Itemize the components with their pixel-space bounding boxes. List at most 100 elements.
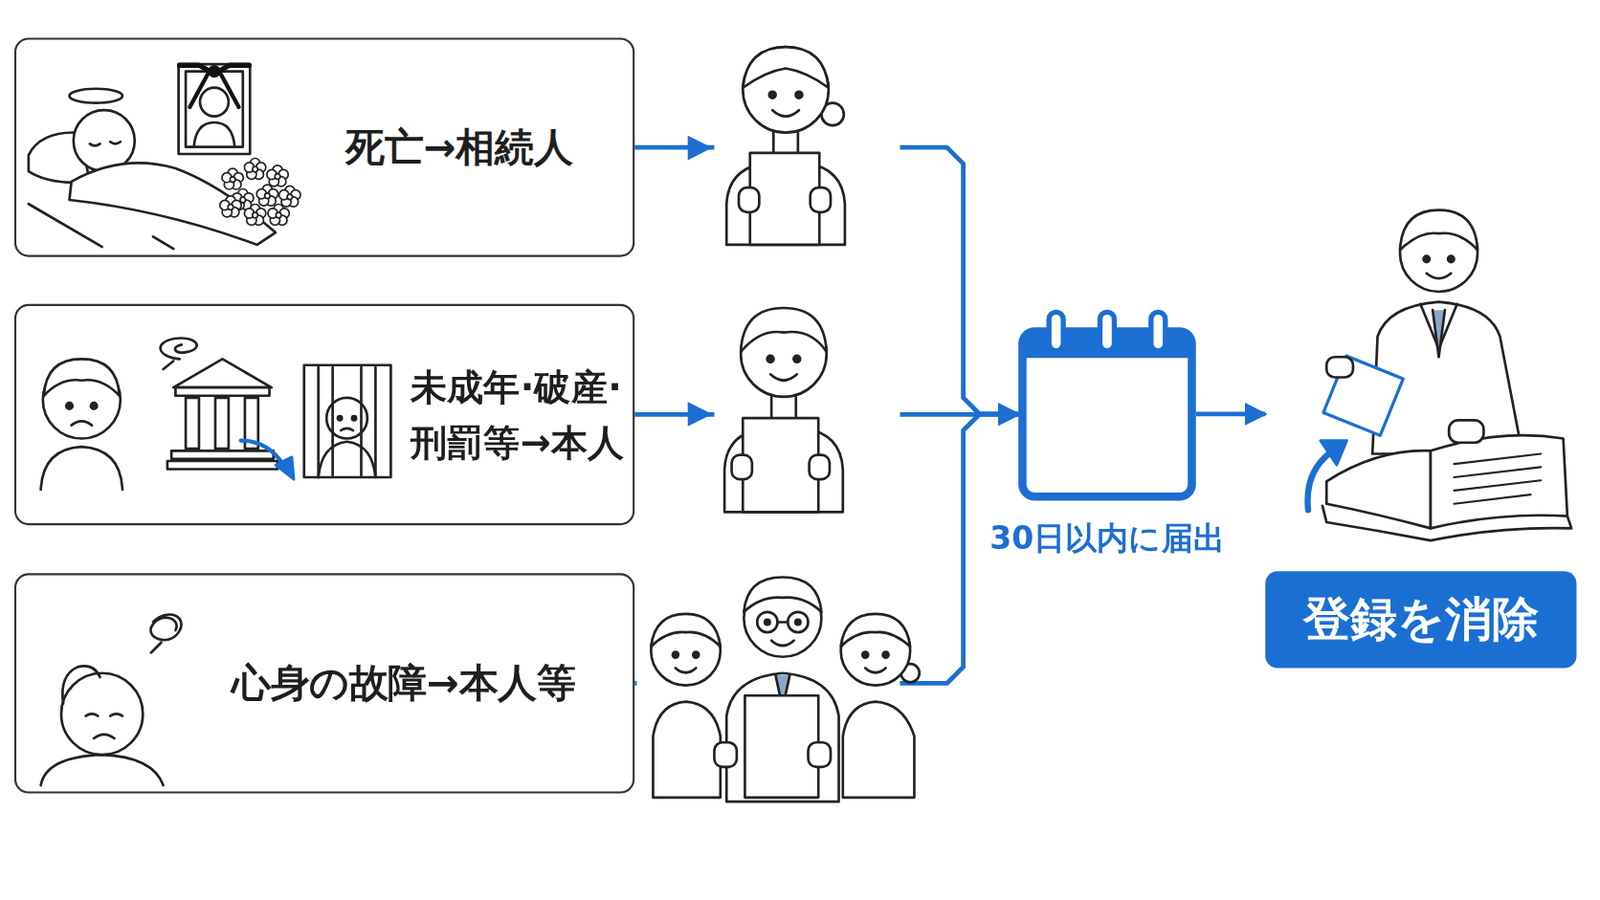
group-figure [756, 612, 778, 633]
group-figure [901, 664, 920, 683]
heir-figure [821, 103, 844, 126]
flow-arrow [1196, 412, 1267, 418]
deadline-label: 30日以内に届出 [989, 517, 1224, 561]
death-illustration [28, 64, 301, 249]
official-figure [1426, 273, 1452, 279]
group-figure [675, 667, 696, 673]
disorder-illustration [41, 615, 182, 787]
self-figure [809, 455, 830, 481]
heir-figure [772, 110, 800, 116]
group-figure [713, 742, 736, 768]
death-illustration [189, 71, 239, 108]
disqualification-illustration [340, 428, 354, 431]
official-figure [1322, 506, 1572, 541]
cause-label: 死亡→相続人 [345, 121, 573, 174]
self-figure [732, 455, 753, 481]
heir-figure [810, 187, 831, 213]
line-mask [713, 404, 900, 424]
disqualification-illustration [241, 441, 285, 467]
group-figure [841, 616, 912, 687]
heir-figure [773, 130, 799, 161]
group-figure [652, 702, 720, 799]
group-figure [862, 652, 868, 659]
group-figure [744, 695, 819, 799]
group-figure [672, 652, 679, 659]
disqualification-illustration [215, 398, 229, 449]
group-figure [883, 652, 889, 659]
official-figure [1448, 420, 1484, 443]
group-figure [771, 641, 794, 646]
deadline-calendar: 30日以内に届出 [1018, 327, 1197, 501]
flow-arrow [634, 412, 1019, 418]
heir-figure [726, 46, 845, 245]
official-figure [1432, 310, 1445, 357]
self-figure [771, 396, 797, 427]
disqualification-illustration [304, 365, 392, 478]
group-figure [775, 675, 790, 709]
group-figure [843, 702, 915, 799]
heir-figure [769, 91, 777, 99]
arrow-head [688, 135, 713, 427]
heir-figure [738, 187, 759, 213]
group-figure [650, 614, 721, 647]
disorder-illustration [86, 713, 123, 716]
disqualification-illustration [44, 358, 120, 396]
disqualification-illustration [171, 450, 274, 460]
disqualification-illustration [337, 416, 342, 421]
disqualification-illustration [318, 367, 377, 476]
self-figure [724, 308, 844, 512]
cause-label: 心身の故障→本人等 [231, 657, 576, 710]
official-figure [1423, 256, 1430, 263]
calendar-ring [1048, 311, 1166, 352]
disorder-illustration [62, 666, 100, 704]
disqualification-illustration [318, 442, 377, 478]
disqualification-illustration [175, 387, 269, 397]
heir-figure [742, 46, 829, 134]
official-figure [1447, 256, 1454, 263]
disqualification-illustration [173, 358, 271, 388]
cause-box: 心身の故障→本人等 [14, 573, 635, 794]
death-illustration [194, 122, 236, 148]
group-figure [743, 577, 822, 613]
calendar-ring [1048, 311, 1064, 352]
disqualification-illustration [41, 446, 123, 490]
disorder-illustration [93, 734, 114, 739]
death-illustration [89, 141, 121, 146]
disqualification-illustration [43, 360, 121, 439]
self-figure [770, 374, 798, 380]
group-figure [777, 621, 789, 624]
death-illustration [73, 110, 135, 172]
official-figure [1420, 304, 1457, 350]
group-figure [764, 620, 770, 625]
line-mask [636, 138, 900, 694]
official-figure [1372, 302, 1523, 455]
group-figure [841, 614, 912, 647]
death-illustration [28, 203, 174, 249]
calendar-ring [1100, 311, 1115, 352]
heir-figure [742, 46, 829, 89]
death-illustration [256, 184, 278, 206]
self-figure [740, 308, 827, 353]
disqualification-illustration [41, 338, 392, 490]
official-figure [1430, 435, 1568, 529]
line-mask [636, 673, 900, 694]
calendar-ring [1151, 311, 1166, 352]
disorder-illustration [61, 673, 143, 756]
official-figure [1400, 214, 1478, 292]
disqualification-illustration [326, 398, 368, 440]
heir-figure [750, 153, 821, 245]
disqualification-illustration [352, 416, 356, 421]
disqualification-illustration [71, 421, 92, 425]
group-figure [743, 579, 822, 658]
death-illustration [209, 66, 221, 77]
death-illustration [279, 185, 301, 207]
death-illustration [179, 65, 250, 74]
death-illustration [200, 88, 229, 117]
death-illustration [266, 165, 289, 187]
group-figure [726, 673, 839, 802]
action-label: 登録を消除 [1265, 571, 1577, 668]
official-figure [1307, 210, 1572, 541]
disorder-illustration [41, 755, 164, 786]
official-figure [1454, 454, 1542, 505]
self-figure [742, 418, 819, 512]
